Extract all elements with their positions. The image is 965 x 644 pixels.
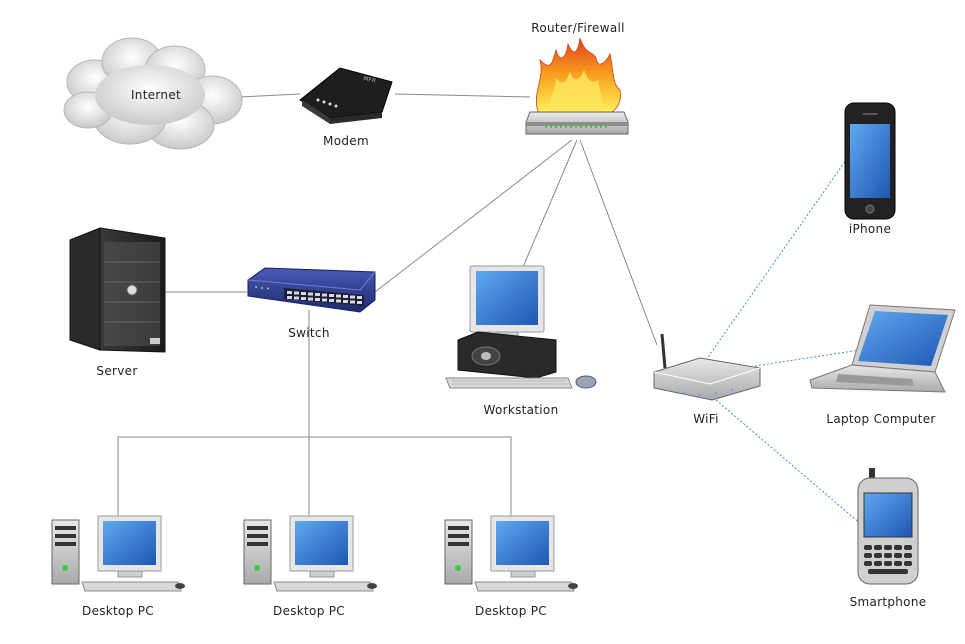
link-wifi-smartphone [715, 399, 863, 526]
wifi-router[interactable]: WiFi [653, 333, 761, 426]
desktop-pc-3[interactable]: Desktop PC [444, 515, 578, 618]
cloud-icon [63, 37, 243, 150]
link-wifi-iphone [705, 159, 847, 361]
workstation[interactable]: Workstation [445, 265, 597, 417]
desktop-pc-label: Desktop PC [82, 604, 154, 618]
server-label: Server [96, 364, 137, 378]
link-wifi-laptop [754, 349, 861, 367]
mouse-icon [575, 375, 597, 389]
link-router-workstation [522, 139, 578, 268]
switch-label: Switch [288, 326, 329, 340]
fire-icon [536, 37, 621, 113]
firewall-router-icon [525, 111, 629, 135]
iphone-label: iPhone [849, 222, 891, 236]
laptop-label: Laptop Computer [826, 412, 935, 426]
link-internet-modem [239, 93, 301, 98]
link-modem-router [394, 93, 531, 98]
desktop-pc-1[interactable]: Desktop PC [51, 515, 185, 618]
switch[interactable]: Switch [247, 267, 376, 340]
internet-label: Internet [131, 88, 181, 102]
desktop-pc-icon [243, 515, 377, 592]
laptop[interactable]: Laptop Computer [809, 304, 956, 426]
modem-icon: MFR [299, 67, 393, 124]
wifi-router-icon [653, 333, 761, 401]
wifi-label: WiFi [693, 412, 719, 426]
keyboard-icon [445, 377, 573, 389]
link-router-switch [374, 139, 573, 293]
modem-label: Modem [323, 134, 369, 148]
desktop-pc-icon [51, 515, 185, 592]
server-tower-icon [69, 227, 166, 353]
desktop-pc-label: Desktop PC [475, 604, 547, 618]
wireless-links [705, 159, 863, 526]
router-firewall[interactable]: Router/Firewall [525, 21, 629, 135]
iphone[interactable]: iPhone [844, 102, 896, 236]
desktop-pc-2[interactable]: Desktop PC [243, 515, 377, 618]
desktop-pc-label: Desktop PC [273, 604, 345, 618]
switch-icon [247, 267, 376, 313]
laptop-icon [809, 304, 956, 393]
wired-links [117, 93, 658, 517]
workstation-cpu-icon [457, 331, 557, 379]
internet-cloud[interactable]: Internet [63, 37, 243, 150]
smartphone[interactable]: Smartphone [850, 468, 927, 609]
smartphone-label: Smartphone [850, 595, 927, 609]
desktop-pc-icon [444, 515, 578, 592]
router-label: Router/Firewall [531, 21, 625, 35]
smartphone-icon [857, 468, 919, 585]
workstation-label: Workstation [484, 403, 559, 417]
workstation-monitor-icon [469, 265, 545, 339]
iphone-icon [844, 102, 896, 220]
modem-brand-label: MFR [363, 75, 377, 85]
link-router-wifi [579, 139, 658, 346]
server[interactable]: Server [69, 227, 166, 378]
modem[interactable]: MFR Modem [299, 67, 393, 148]
link-desktop-bus [117, 436, 512, 517]
